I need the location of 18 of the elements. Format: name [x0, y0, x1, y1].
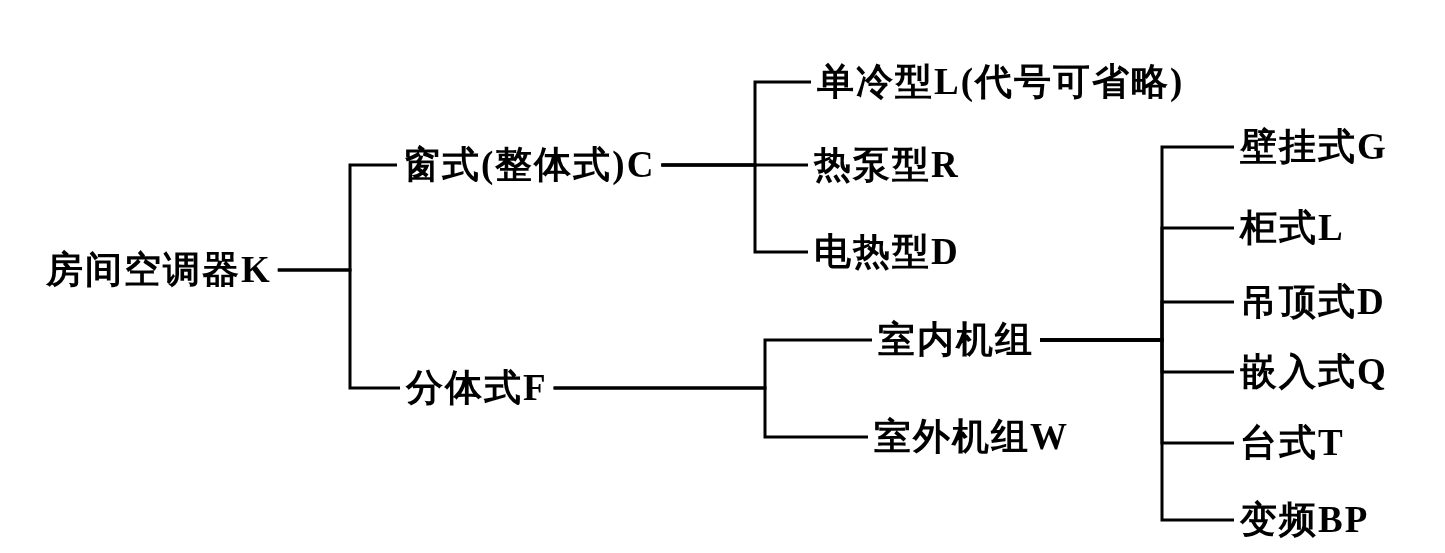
tree-connector: [661, 163, 808, 254]
category-label: 室内机组: [872, 319, 1040, 361]
tree-connector: [1040, 338, 1234, 522]
category-label: 分体式F: [400, 367, 554, 409]
category-label: 壁挂式G: [1234, 126, 1394, 168]
category-label: 柜式L: [1234, 207, 1351, 249]
category-label: 吊顶式D: [1234, 281, 1392, 323]
tree-connector: [553, 386, 868, 439]
category-label: 变频BP: [1234, 499, 1376, 541]
category-label: 电热型D: [808, 231, 966, 273]
category-label: 窗式(整体式)C: [397, 144, 662, 186]
category-label: 室外机组W: [868, 416, 1075, 458]
category-label: 热泵型R: [808, 144, 966, 186]
category-label: 嵌入式Q: [1234, 351, 1394, 393]
category-label: 单冷型L(代号可省略): [811, 61, 1191, 103]
tree-connector: [277, 268, 400, 390]
category-label: 台式T: [1234, 422, 1351, 464]
category-label: 房间空调器K: [40, 249, 278, 291]
